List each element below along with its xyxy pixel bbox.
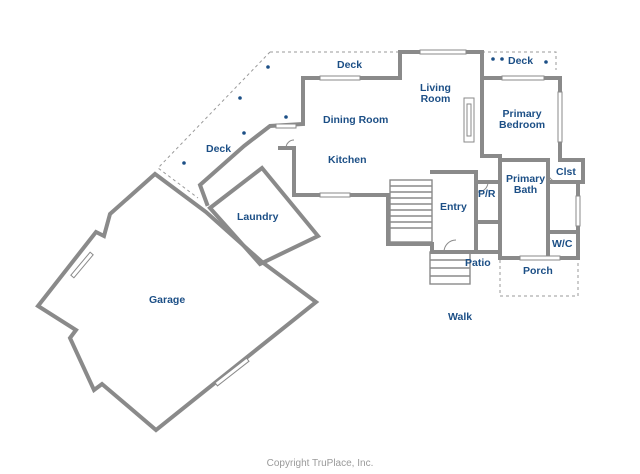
label-primary-bedroom: Primary Bedroom: [499, 109, 545, 131]
door: [285, 139, 295, 149]
label-closet: Clst: [556, 166, 576, 178]
label-deck-left: Deck: [206, 143, 232, 155]
label-bedroom: Bedroom: [499, 119, 546, 131]
garage-walls: [35, 171, 320, 433]
deck-post: [242, 131, 246, 135]
window: [575, 195, 581, 227]
copyright-text: Copyright TruPlace, Inc.: [266, 458, 374, 469]
deck-post: [544, 60, 548, 64]
label-living-room: Living Room: [420, 83, 451, 105]
label-patio: Patio: [465, 257, 491, 269]
window: [319, 192, 351, 198]
deck-outline-left: [157, 51, 271, 199]
stairs: [389, 179, 433, 243]
window: [419, 49, 467, 55]
deck-post: [491, 57, 495, 61]
window: [214, 357, 250, 387]
label-dining-room: Dining Room: [323, 114, 389, 126]
window: [319, 75, 361, 81]
label-walk-in-closet: W/C: [552, 238, 573, 250]
window: [557, 91, 563, 143]
door: [477, 181, 489, 193]
label-entry: Entry: [440, 201, 467, 213]
exterior-wall-dining: [197, 76, 305, 207]
door: [547, 171, 559, 183]
label-primary: Primary: [502, 108, 542, 120]
porch-outline: [499, 260, 579, 297]
label-kitchen: Kitchen: [328, 154, 367, 166]
window: [519, 255, 561, 261]
label-powder-room: P/R: [478, 188, 496, 200]
door: [443, 239, 457, 253]
window: [501, 75, 545, 81]
label-room: Room: [420, 93, 451, 105]
deck-post: [182, 161, 186, 165]
label-living: Living: [420, 82, 451, 94]
label-deck-right: Deck: [508, 55, 534, 67]
label-porch: Porch: [523, 265, 553, 277]
deck-post: [284, 115, 288, 119]
deck-right-outline: [482, 51, 557, 70]
window: [70, 251, 94, 279]
label-laundry: Laundry: [237, 211, 279, 223]
label-garage: Garage: [149, 294, 186, 306]
label-primary-bath: Primary Bath: [506, 174, 545, 196]
window: [275, 123, 297, 129]
interior-wall: [480, 76, 550, 260]
deck-post: [500, 57, 504, 61]
label-walk: Walk: [448, 311, 473, 323]
label-bath: Bath: [513, 184, 538, 196]
deck-post: [238, 96, 242, 100]
deck-post: [266, 65, 270, 69]
entry-wall: [430, 170, 478, 254]
label-primary-2: Primary: [506, 173, 546, 185]
label-deck-top: Deck: [337, 59, 363, 71]
